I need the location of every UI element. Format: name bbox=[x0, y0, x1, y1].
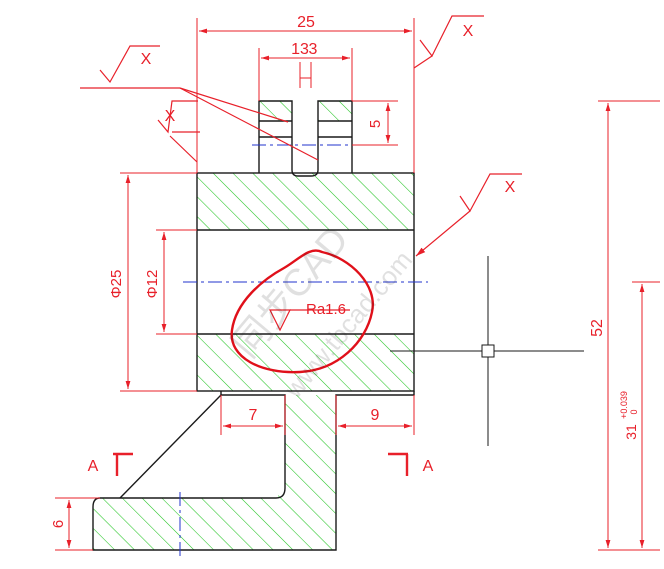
section-label-left: A bbox=[88, 458, 99, 475]
tolerance-lower: 0 bbox=[629, 409, 639, 414]
section-label-right: A bbox=[423, 458, 434, 475]
dim-phi12: Φ12 bbox=[144, 270, 161, 299]
dim-3: 3 bbox=[309, 41, 318, 58]
dim-9: 9 bbox=[371, 407, 380, 424]
surface-roughness-icon bbox=[459, 173, 522, 213]
top-slot-profile bbox=[258, 100, 353, 177]
dim-25: 25 bbox=[297, 14, 315, 31]
roughness-value: Ra1.6 bbox=[306, 301, 346, 318]
roughness-x-2: X bbox=[165, 108, 176, 125]
surface-roughness-icon bbox=[269, 309, 291, 332]
centerlines bbox=[179, 144, 428, 560]
dim-13: 13 bbox=[291, 41, 309, 58]
crosshair-cursor-icon bbox=[390, 256, 584, 446]
section-marker-right bbox=[388, 452, 409, 476]
dimensions bbox=[55, 18, 660, 551]
hatch-top-right bbox=[318, 101, 352, 121]
roughness-x-4: X bbox=[505, 179, 516, 196]
dimension-texts: 25 13 3 5 Φ25 Φ12 7 9 6 52 31 +0.039 0 X… bbox=[50, 14, 639, 528]
dim-7: 7 bbox=[249, 407, 258, 424]
roughness-symbols bbox=[80, 15, 522, 332]
dim-phi25: Φ25 bbox=[108, 270, 125, 299]
dim-52: 52 bbox=[589, 319, 606, 337]
hand-drawn-circle-annotation bbox=[230, 249, 375, 374]
roughness-x-3: X bbox=[463, 23, 474, 40]
dim-6: 6 bbox=[50, 520, 67, 528]
surface-roughness-icon bbox=[157, 100, 198, 134]
dim-31: 31 bbox=[623, 424, 639, 440]
dim-5: 5 bbox=[367, 120, 384, 128]
hatch-base bbox=[93, 395, 336, 550]
section-marker-left bbox=[113, 452, 133, 476]
surface-roughness-icon bbox=[99, 45, 160, 84]
hatch-upper-band bbox=[197, 173, 414, 230]
roughness-x-1: X bbox=[141, 51, 152, 68]
chamfer-line bbox=[119, 394, 222, 499]
tolerance-upper: +0.039 bbox=[619, 391, 629, 419]
surface-roughness-icon bbox=[419, 15, 484, 58]
